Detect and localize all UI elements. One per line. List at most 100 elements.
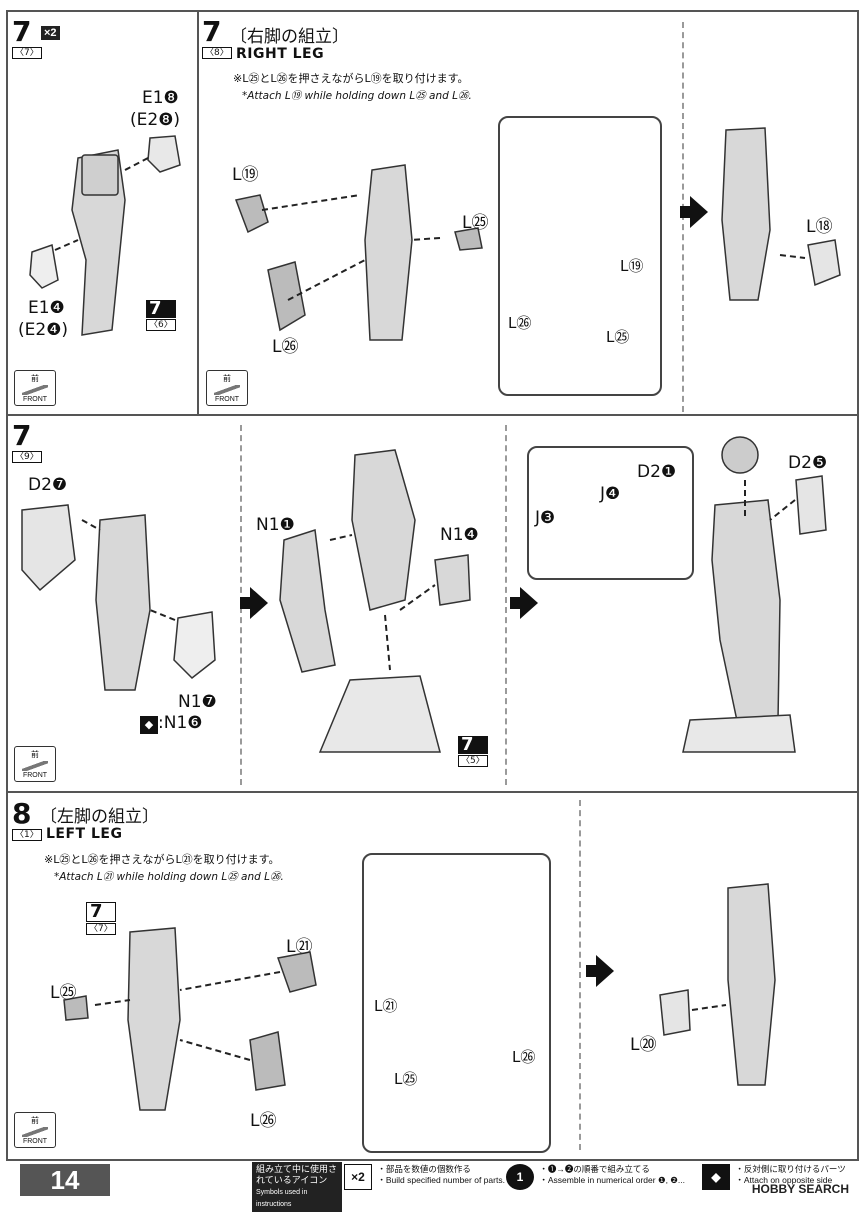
multiply-badge: ×2 [41, 26, 60, 40]
next-arrow-icon [680, 196, 708, 228]
l25-part-drawing [63, 995, 89, 1021]
front-en: FRONT [22, 396, 48, 403]
step-number: 7 〈7〉 [12, 18, 42, 59]
part-label: L㉑ [374, 997, 398, 1015]
n1-1-part-drawing [279, 529, 336, 673]
order-number-icon: 1 [506, 1164, 534, 1190]
front-en: FRONT [22, 772, 48, 779]
step-reference-sub: 〈7〉 [86, 923, 116, 935]
step-number-main: 8 [12, 797, 32, 830]
step-number-sub: 〈7〉 [12, 47, 42, 59]
symbols-title-en: Symbols used in instructions [256, 1189, 308, 1208]
part-label: (E2❹) [18, 320, 69, 340]
front-indicator: 前 FRONT [14, 370, 56, 406]
instruction-note-jp: ※L㉕とL㉖を押さえながらL⑲を取り付けます。 [233, 72, 469, 85]
opposite-side-label: ◆:N1❻ [140, 713, 203, 734]
e1-4-part-drawing [29, 243, 59, 289]
part-label: N1❼ [178, 692, 217, 712]
symbol-desc-en: ・Attach on opposite side [735, 1175, 833, 1185]
page-frame [6, 10, 859, 1161]
front-indicator: 前 FRONT [14, 1112, 56, 1148]
step-number-sub: 〈8〉 [202, 47, 232, 59]
panel-divider [505, 425, 507, 785]
l26-part-drawing [267, 261, 306, 332]
l18-part-drawing [807, 239, 841, 287]
part-label: L㉖ [250, 1111, 277, 1131]
part-label: D2❶ [637, 462, 677, 482]
opposite-side-icon: ◆ [140, 716, 158, 734]
part-label: L㉖ [508, 314, 532, 332]
page-number: 14 [20, 1164, 110, 1196]
front-arrow-icon [22, 761, 48, 771]
l20-part-drawing [659, 989, 691, 1036]
step-reference-main: 7 [86, 902, 116, 922]
part-label: (E2❽) [130, 110, 181, 130]
part-label: L㉕ [606, 328, 630, 346]
watermark: HOBBY SEARCH [751, 1182, 849, 1196]
detail-inset [362, 853, 551, 1153]
front-jp: 前 [31, 1116, 39, 1125]
e1-part-drawing [147, 135, 181, 173]
step-number: 7 〈8〉 [202, 18, 232, 59]
front-arrow-icon [22, 385, 48, 395]
next-arrow-icon [586, 955, 614, 987]
front-jp: 前 [31, 750, 39, 759]
front-arrow-icon [22, 1127, 48, 1137]
symbol-desc-en: ・Assemble in numerical order ❶, ❷... [539, 1175, 685, 1185]
symbol-opposite: ◆ ・反対側に取り付けるパーツ ・Attach on opposite side [702, 1164, 846, 1190]
next-arrow-icon [240, 587, 268, 619]
d2-7-part-drawing [21, 504, 76, 592]
step-number-sub: 〈9〉 [12, 451, 42, 463]
step-reference-main: 7 [458, 736, 488, 754]
multiply-icon: ×2 [344, 1164, 372, 1190]
symbols-title-jp: 組み立て中に使用されているアイコン [256, 1164, 338, 1185]
symbol-order: 1 ・❶→❷の順番で組み立てる ・Assemble in numerical o… [506, 1164, 685, 1190]
step-number-main: 7 [12, 419, 32, 452]
step-number-main: 7 [12, 15, 32, 48]
foot-part-drawing [318, 675, 441, 753]
step-reference: 7 〈6〉 [146, 300, 176, 331]
instruction-note-jp: ※L㉕とL㉖を押さえながらL㉑を取り付けます。 [44, 853, 280, 866]
symbol-desc-jp: ・❶→❷の順番で組み立てる [539, 1164, 650, 1174]
part-label: L㉕ [394, 1070, 418, 1088]
part-label: L㉑ [286, 937, 313, 957]
part-label: :N1❻ [158, 713, 203, 733]
footer: 14 組み立て中に使用されているアイコン Symbols used in ins… [6, 1160, 855, 1212]
front-indicator: 前 FRONT [206, 370, 248, 406]
part-label: L㉕ [462, 213, 489, 233]
symbol-desc-en: ・Build specified number of parts. [377, 1175, 505, 1185]
l25-part-drawing [454, 227, 483, 251]
part-label: E1❽ [142, 88, 179, 108]
part-label: L⑲ [620, 257, 644, 275]
part-label: L⑳ [630, 1035, 657, 1055]
part-label: L⑲ [232, 165, 259, 185]
step-title-jp: 〔右脚の組立〕 [230, 27, 349, 47]
step-reference-sub: 〈6〉 [146, 319, 176, 331]
step-reference: 7 〈7〉 [86, 902, 116, 935]
next-arrow-icon [510, 587, 538, 619]
n1-7-part-drawing [173, 611, 216, 679]
part-label: L㉕ [50, 983, 77, 1003]
symbol-multiply: ×2 ・部品を数値の個数作る ・Build specified number o… [344, 1164, 505, 1190]
l21-part-drawing [277, 951, 317, 993]
step-title-en: RIGHT LEG [236, 46, 325, 62]
part-label: L㉖ [272, 337, 299, 357]
part-label: N1❶ [256, 515, 295, 535]
l19-part-drawing [234, 194, 269, 234]
part-label: L⑱ [806, 217, 833, 237]
instruction-note-en: *Attach L⑲ while holding down L㉕ and L㉖. [242, 90, 472, 102]
symbols-legend-title: 組み立て中に使用されているアイコン Symbols used in instru… [252, 1162, 342, 1212]
panel-divider [579, 800, 581, 1150]
part-label: D2❺ [788, 453, 828, 473]
front-jp: 前 [223, 374, 231, 383]
front-indicator: 前 FRONT [14, 746, 56, 782]
part-label: J❹ [600, 484, 621, 504]
part-label: D2❼ [28, 475, 68, 495]
symbol-desc-jp: ・反対側に取り付けるパーツ [735, 1164, 846, 1174]
hip-joint-drawing [721, 436, 759, 474]
part-label: L㉖ [512, 1048, 536, 1066]
l26-part-drawing [249, 1031, 286, 1091]
front-en: FRONT [214, 396, 240, 403]
section-divider [6, 791, 857, 793]
leg-part-drawing [71, 149, 126, 336]
